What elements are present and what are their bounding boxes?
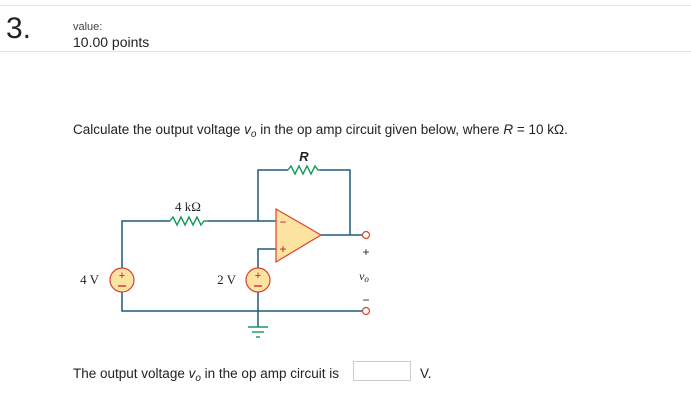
- svg-text:+: +: [255, 270, 261, 282]
- ground-icon: [248, 326, 268, 338]
- op-amp: − +: [275, 207, 323, 264]
- output-voltage-label: vo: [359, 269, 369, 284]
- source-2v-label: 2 V: [217, 272, 237, 287]
- voltage-source-2v: +: [245, 267, 271, 293]
- answer-prompt: The output voltage vo in the op amp circ…: [73, 366, 339, 384]
- vo-variable: vo: [188, 366, 201, 384]
- feedback-resistor-label: R: [299, 149, 309, 164]
- input-resistor-label: 4 kΩ: [175, 199, 201, 214]
- points-value: 10.00 points: [73, 34, 150, 50]
- top-divider: [0, 5, 691, 6]
- vo-variable: vo: [244, 122, 257, 140]
- answer-input[interactable]: [353, 361, 411, 381]
- voltage-source-4v: +: [109, 267, 135, 293]
- output-minus-sign: −: [362, 293, 369, 307]
- noninverting-input-sign: +: [279, 242, 286, 256]
- output-terminal-positive: [361, 230, 371, 240]
- question-header: 3. value: 10.00 points: [0, 6, 691, 52]
- svg-text:+: +: [119, 270, 125, 282]
- source-4v-label: 4 V: [80, 272, 100, 287]
- answer-unit: V.: [420, 366, 432, 381]
- inverting-input-sign: −: [279, 215, 286, 229]
- output-terminal-negative: [361, 306, 371, 316]
- circuit-wires: [121, 169, 362, 327]
- output-plus-sign: +: [362, 245, 369, 259]
- value-label: value:: [73, 21, 103, 33]
- question-prompt: Calculate the output voltage vo in the o…: [73, 122, 568, 140]
- question-number: 3.: [6, 12, 32, 45]
- feedback-resistor: [287, 164, 320, 176]
- input-resistor: [169, 215, 208, 227]
